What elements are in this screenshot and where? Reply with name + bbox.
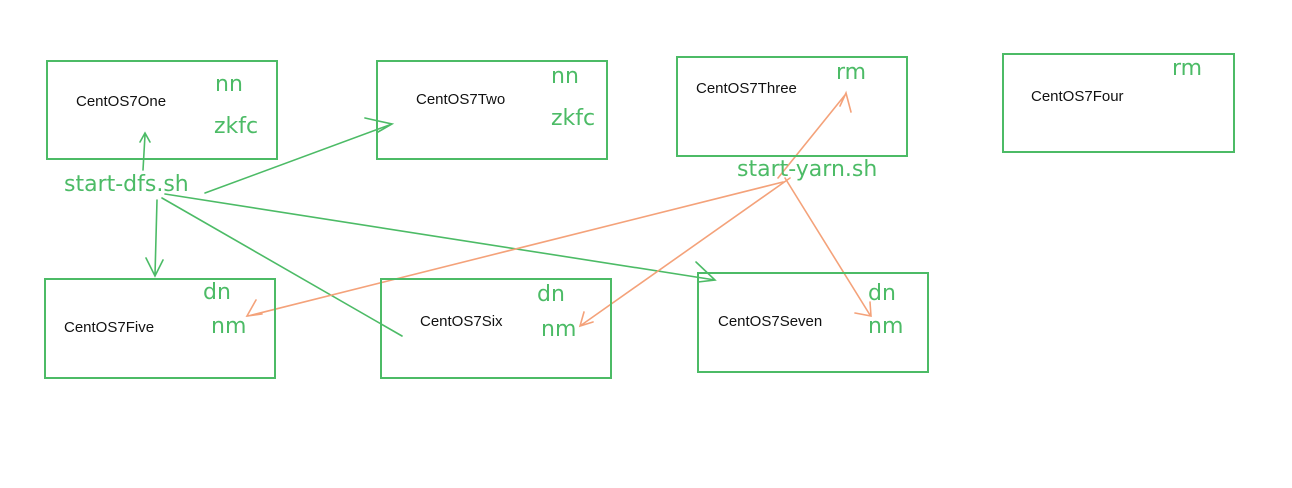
role-label: nn: [215, 72, 243, 97]
host-label: CentOS7Seven: [718, 313, 822, 330]
role-label: dn: [203, 280, 231, 305]
role-label: rm: [836, 60, 866, 85]
edge-dfs-five: [145, 199, 164, 278]
node-centos7three: CentOS7Three rm: [676, 56, 908, 157]
node-box: [376, 60, 608, 160]
role-label: rm: [1172, 56, 1202, 81]
node-box: [46, 60, 278, 160]
host-label: CentOS7Three: [696, 80, 797, 97]
role-label: dn: [868, 281, 896, 306]
role-label: zkfc: [551, 106, 595, 131]
edge-dfs-two: [204, 117, 395, 194]
node-box: [676, 56, 908, 157]
role-label: nm: [541, 317, 576, 342]
edge-yarn-seven: [784, 177, 872, 317]
host-label: CentOS7Six: [420, 313, 503, 330]
edge-yarn-three: [777, 90, 852, 179]
edge-dfs-six: [161, 197, 403, 337]
node-centos7five: CentOS7Five dn nm: [44, 278, 276, 379]
node-centos7one: CentOS7One nn zkfc: [46, 60, 278, 160]
node-centos7two: CentOS7Two nn zkfc: [376, 60, 608, 160]
edge-dfs-one: [139, 131, 151, 171]
edge-dfs-seven: [164, 193, 717, 283]
node-box: [1002, 53, 1235, 153]
edge-yarn-five: [245, 181, 784, 318]
node-box: [44, 278, 276, 379]
edges: [139, 90, 872, 337]
edge-yarn-six: [578, 177, 791, 328]
role-label: nm: [868, 314, 903, 339]
script-start-yarn: start-yarn.sh: [737, 157, 877, 182]
node-centos7seven: CentOS7Seven dn nm: [697, 272, 929, 373]
node-centos7six: CentOS7Six dn nm: [380, 278, 612, 379]
role-label: zkfc: [214, 114, 258, 139]
node-centos7four: CentOS7Four rm: [1002, 53, 1235, 153]
host-label: CentOS7Five: [64, 319, 154, 336]
host-label: CentOS7Four: [1031, 88, 1124, 105]
host-label: CentOS7One: [76, 93, 166, 110]
host-label: CentOS7Two: [416, 91, 505, 108]
role-label: nn: [551, 64, 579, 89]
role-label: dn: [537, 282, 565, 307]
node-box: [697, 272, 929, 373]
node-box: [380, 278, 612, 379]
role-label: nm: [211, 314, 246, 339]
script-start-dfs: start-dfs.sh: [64, 172, 189, 197]
